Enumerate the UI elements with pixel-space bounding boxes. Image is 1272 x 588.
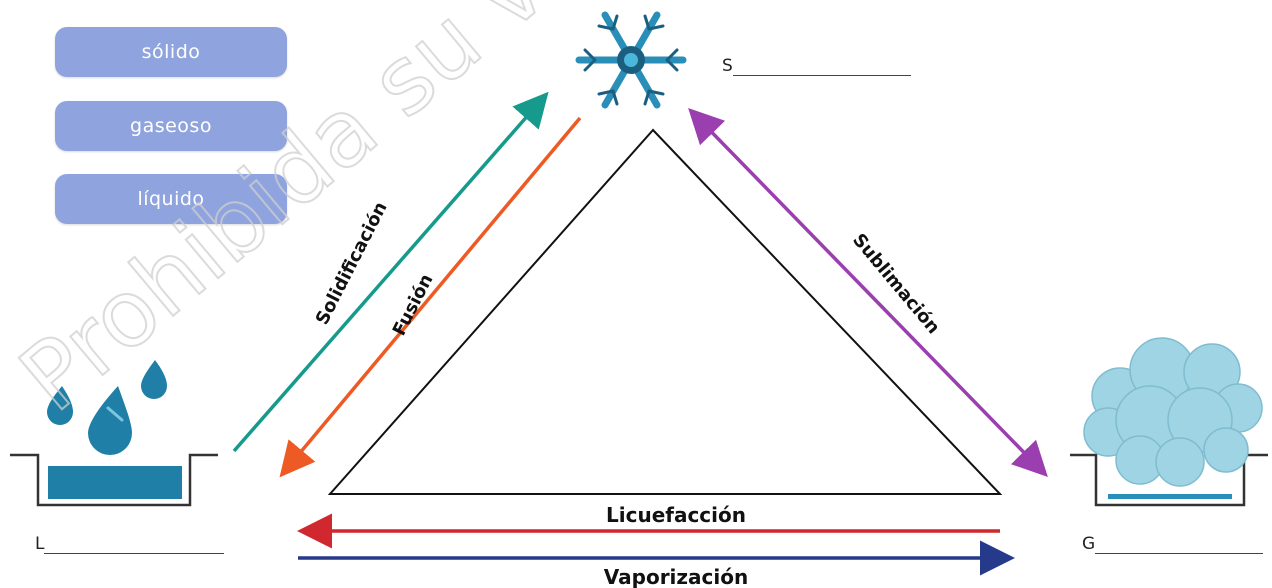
option-liquido[interactable]: líquido	[55, 174, 287, 224]
solidificacion-label: Solidificación	[312, 199, 392, 329]
solid-answer-blank[interactable]: S	[722, 56, 911, 76]
fusion-label: Fusión	[389, 271, 438, 340]
solidificacion-arrow	[232, 91, 549, 453]
vaporizacion-label: Vaporización	[604, 565, 748, 588]
snowflake-icon	[575, 11, 687, 109]
central-triangle	[327, 128, 1003, 495]
water-drops-icon	[47, 360, 167, 455]
sublimacion-arrow	[688, 107, 1048, 478]
gas-initial: G	[1082, 534, 1096, 554]
gas-answer-blank[interactable]: G	[1082, 534, 1264, 554]
licuefaccion-label: Licuefacción	[606, 503, 746, 527]
option-label: líquido	[137, 188, 205, 210]
liquid-container-icon	[10, 453, 218, 507]
option-label: gaseoso	[130, 115, 212, 137]
sublimacion-label: Sublimación	[848, 230, 944, 338]
option-gaseoso[interactable]: gaseoso	[55, 101, 287, 151]
option-label: sólido	[141, 41, 201, 63]
option-solido[interactable]: sólido	[55, 27, 287, 77]
fusion-arrow	[279, 116, 582, 478]
liquid-answer-blank[interactable]: L	[35, 534, 225, 554]
gas-container-icon	[1070, 337, 1268, 507]
solid-initial: S	[722, 56, 733, 76]
liquid-initial: L	[35, 534, 45, 554]
